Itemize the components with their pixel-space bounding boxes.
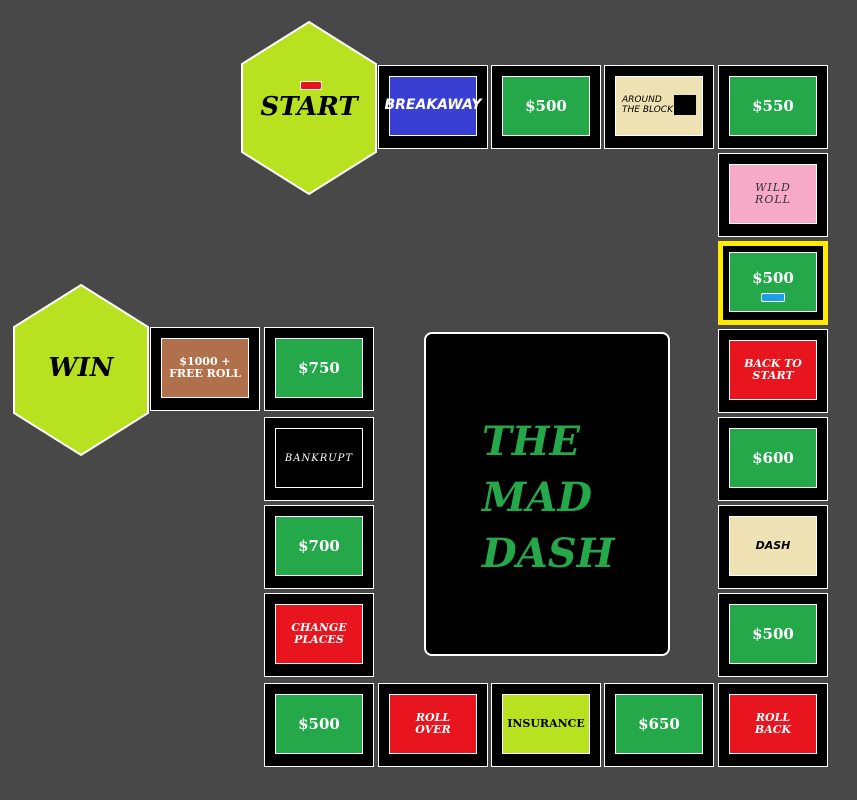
tile-change-places[interactable]: CHANGE PLACES [264,593,374,677]
tile-roll-back[interactable]: ROLL BACK [718,683,828,767]
tile-top-550-label: $550 [729,76,817,136]
start-hexagon-icon [241,20,377,196]
start-space[interactable]: START [240,20,378,196]
tile-insurance[interactable]: INSURANCE [491,683,601,767]
tile-wild-roll[interactable]: WILD ROLL [718,153,828,237]
win-label: WIN [48,353,114,383]
tile-right-500-highlighted-face: $500 [729,252,817,312]
game-title: THE MAD DASH [482,418,615,577]
tile-wild-roll-label: WILD ROLL [729,164,817,224]
tile-dash[interactable]: DASH [718,505,828,589]
tile-back-to-start-label: BACK TO START [729,340,817,400]
win-space[interactable]: WIN [12,283,150,457]
tile-breakaway[interactable]: BREAKAWAY [378,65,488,149]
tile-bottom-650-label: $650 [615,694,703,754]
tile-bottom-500-label: $500 [275,694,363,754]
win-hexagon-icon [13,283,149,457]
tile-roll-back-label: ROLL BACK [729,694,817,754]
tile-right-500-highlighted[interactable]: $500 [718,241,828,325]
tile-top-500-label: $500 [502,76,590,136]
tile-free-roll-label: $1000 + FREE ROLL [161,338,249,398]
tile-around-the-block-face: AROUND THE BLOCK [615,76,703,136]
start-label: START [260,92,358,122]
tile-left-700-label: $700 [275,516,363,576]
black-square-icon [674,95,696,115]
tile-bankrupt[interactable]: BANKRUPT [264,417,374,501]
tile-top-550[interactable]: $550 [718,65,828,149]
tile-insurance-label: INSURANCE [502,694,590,754]
blue-pawn-icon[interactable] [761,292,785,302]
tile-bottom-500[interactable]: $500 [264,683,374,767]
tile-change-places-label: CHANGE PLACES [275,604,363,664]
tile-dash-label: DASH [729,516,817,576]
tile-right-500[interactable]: $500 [718,593,828,677]
tile-right-500-highlighted-label: $500 [752,269,794,288]
tile-bottom-650[interactable]: $650 [604,683,714,767]
tile-left-750[interactable]: $750 [264,327,374,411]
red-pawn-icon[interactable] [300,81,322,90]
tile-roll-over[interactable]: ROLL OVER [378,683,488,767]
center-panel: THE MAD DASH [424,332,670,656]
tile-right-500-label: $500 [729,604,817,664]
tile-left-750-label: $750 [275,338,363,398]
tile-roll-over-label: ROLL OVER [389,694,477,754]
tile-top-500[interactable]: $500 [491,65,601,149]
tile-breakaway-label: BREAKAWAY [384,76,482,136]
tile-around-the-block[interactable]: AROUND THE BLOCK [604,65,714,149]
tile-free-roll[interactable]: $1000 + FREE ROLL [150,327,260,411]
tile-bankrupt-label: BANKRUPT [275,428,363,488]
tile-right-600[interactable]: $600 [718,417,828,501]
tile-left-700[interactable]: $700 [264,505,374,589]
tile-around-the-block-label: AROUND THE BLOCK [622,95,673,115]
tile-back-to-start[interactable]: BACK TO START [718,329,828,413]
tile-right-600-label: $600 [729,428,817,488]
